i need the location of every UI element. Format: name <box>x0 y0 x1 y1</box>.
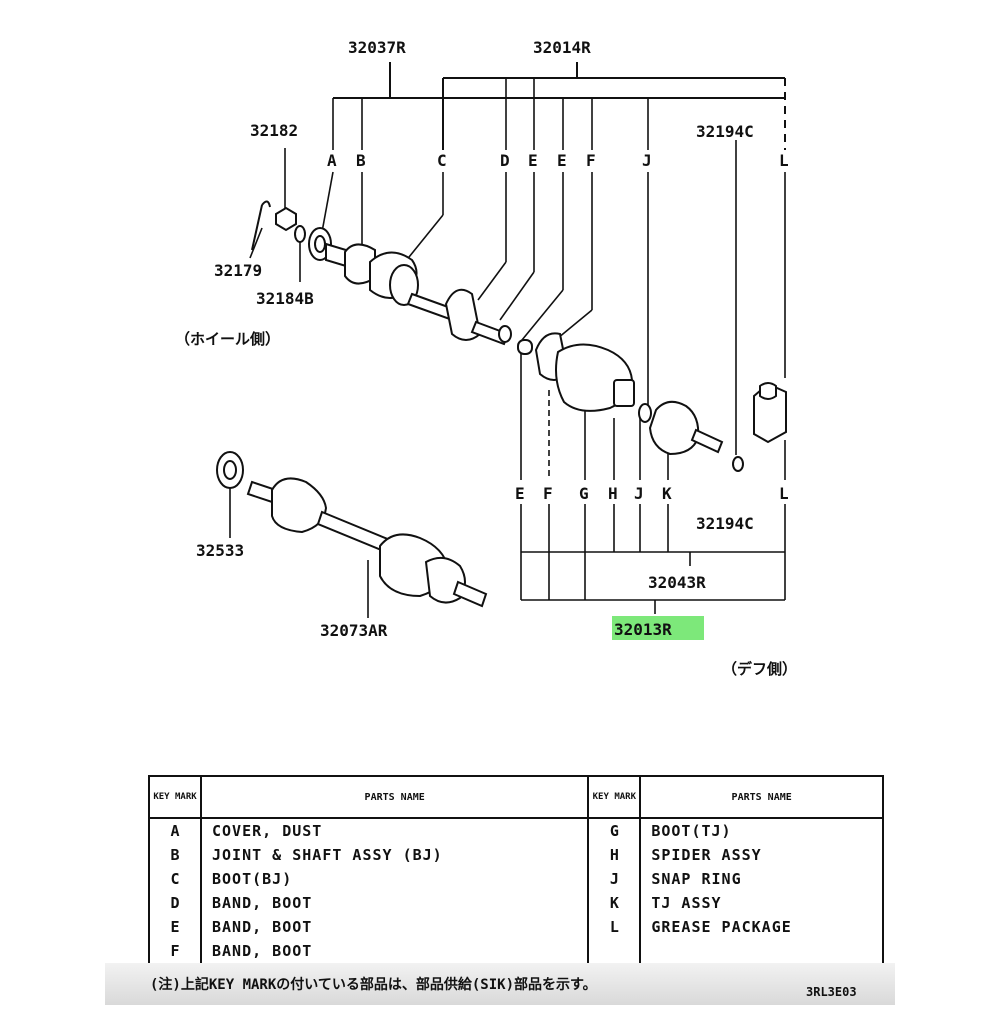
top-letter: F <box>586 151 596 170</box>
label-32013R[interactable]: 32013R <box>614 620 672 639</box>
top-letter: J <box>642 151 652 170</box>
footnote-text: (注)上記KEY MARKの付いている部品は、部品供給(SIK)部品を示す。 <box>150 977 597 993</box>
top-letter: L <box>779 151 789 170</box>
upper-shaft-assembly <box>325 242 787 472</box>
top-letter: D <box>500 151 510 170</box>
top-key-letters: A B C D E E F J L <box>327 151 789 170</box>
label-32184B: 32184B <box>256 289 314 308</box>
label-32182: 32182 <box>250 121 298 140</box>
top-letter: B <box>356 151 366 170</box>
bottom-leader-lines <box>520 352 786 614</box>
top-letter: C <box>437 151 447 170</box>
bottom-letter: H <box>608 484 618 503</box>
parts-legend-table: KEY MARK PARTS NAME KEY MARK PARTS NAME … <box>148 775 884 965</box>
lower-shaft-assembly <box>216 451 488 618</box>
note-diff-side: （デフ側） <box>722 660 797 678</box>
bottom-letter: J <box>634 484 644 503</box>
drawing-code: 3RL3E03 <box>806 985 857 999</box>
label-32179: 32179 <box>214 261 262 280</box>
bottom-letter: L <box>779 484 789 503</box>
label-32073AR: 32073AR <box>320 621 388 640</box>
highlight-32013R <box>612 616 704 640</box>
bottom-letter: K <box>662 484 672 503</box>
top-letter: E <box>528 151 538 170</box>
label-32014R: 32014R <box>533 38 591 57</box>
label-32043R: 32043R <box>648 573 706 592</box>
wheel-side-hardware <box>249 148 332 282</box>
footer-band <box>105 963 895 1005</box>
key-mark-header-left: KEY MARK <box>150 777 202 819</box>
label-32533: 32533 <box>196 541 244 560</box>
parts-name-header-right: PARTS NAME <box>640 777 882 819</box>
parts-name-header-left: PARTS NAME <box>201 777 590 819</box>
key-mark-header-right: KEY MARK <box>588 777 642 819</box>
label-32194C-top: 32194C <box>696 122 754 141</box>
top-leader-lines <box>321 62 786 455</box>
bottom-letter: F <box>543 484 553 503</box>
bottom-key-letters: E F G H J K L <box>515 484 789 503</box>
label-32194C-bottom: 32194C <box>696 514 754 533</box>
bottom-letter: E <box>515 484 525 503</box>
top-letter: E <box>557 151 567 170</box>
top-letter: A <box>327 151 337 170</box>
bottom-letter: G <box>579 484 589 503</box>
note-wheel-side: （ホイール側） <box>175 330 280 348</box>
label-32037R: 32037R <box>348 38 406 57</box>
